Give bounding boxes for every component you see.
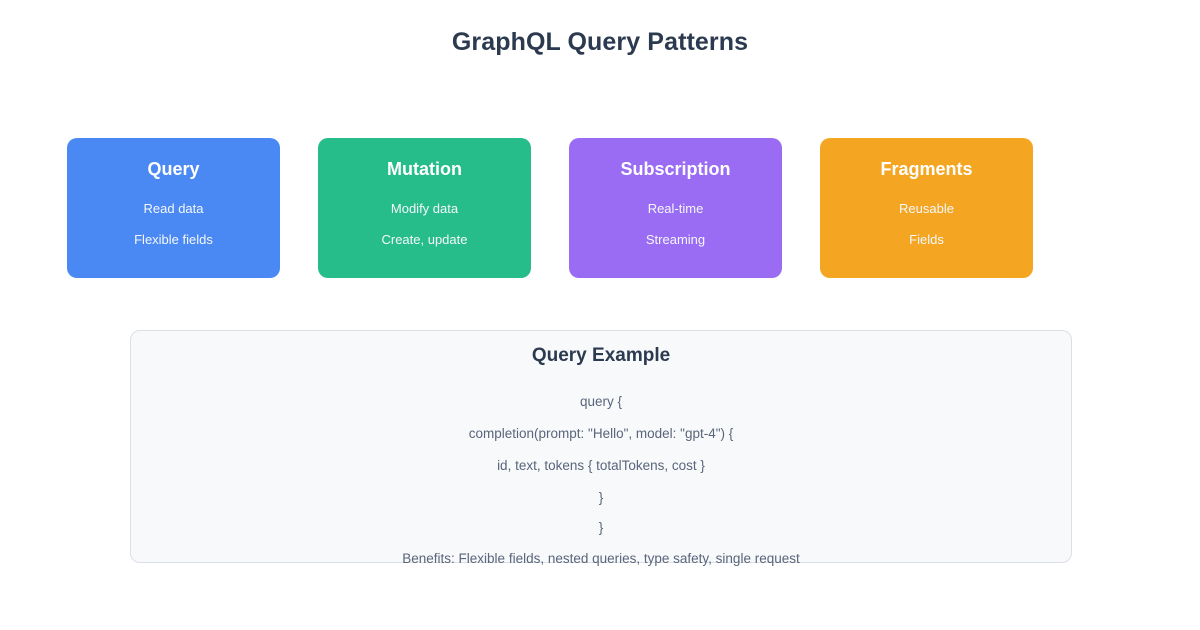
query-example-panel: Query Example query { completion(prompt:… [130, 330, 1072, 566]
card-detail-line-2: Streaming [645, 232, 706, 248]
card-detail-line-1: Reusable [899, 200, 954, 216]
pattern-card-fragments[interactable]: Fragments Reusable Fields [820, 138, 1033, 278]
code-line-3: id, text, tokens { totalTokens, cost } [497, 458, 705, 474]
pattern-card-subscription[interactable]: Subscription Real-time Streaming [569, 138, 782, 278]
card-title: Mutation [387, 159, 462, 179]
code-line-5: } [598, 519, 604, 535]
page-title: GraphQL Query Patterns [451, 28, 749, 56]
code-line-2: completion(prompt: "Hello", model: "gpt-… [468, 425, 734, 441]
pattern-card-row: Query Read data Flexible fields Mutation… [67, 138, 1033, 278]
benefits-line: Benefits: Flexible fields, nested querie… [402, 550, 800, 566]
panel-title: Query Example [531, 345, 671, 366]
code-line-1: query { [579, 393, 623, 409]
pattern-card-query[interactable]: Query Read data Flexible fields [67, 138, 280, 278]
pattern-card-mutation[interactable]: Mutation Modify data Create, update [318, 138, 531, 278]
card-detail-line-1: Read data [143, 200, 204, 216]
card-detail-line-1: Real-time [647, 200, 704, 216]
card-title: Subscription [620, 159, 731, 179]
card-detail-line-2: Flexible fields [134, 232, 213, 248]
card-title: Query [147, 159, 200, 179]
card-title: Fragments [880, 159, 973, 179]
code-line-4: } [598, 490, 604, 506]
card-detail-line-2: Create, update [381, 232, 468, 248]
card-detail-line-1: Modify data [390, 200, 459, 216]
card-detail-line-2: Fields [909, 232, 944, 248]
